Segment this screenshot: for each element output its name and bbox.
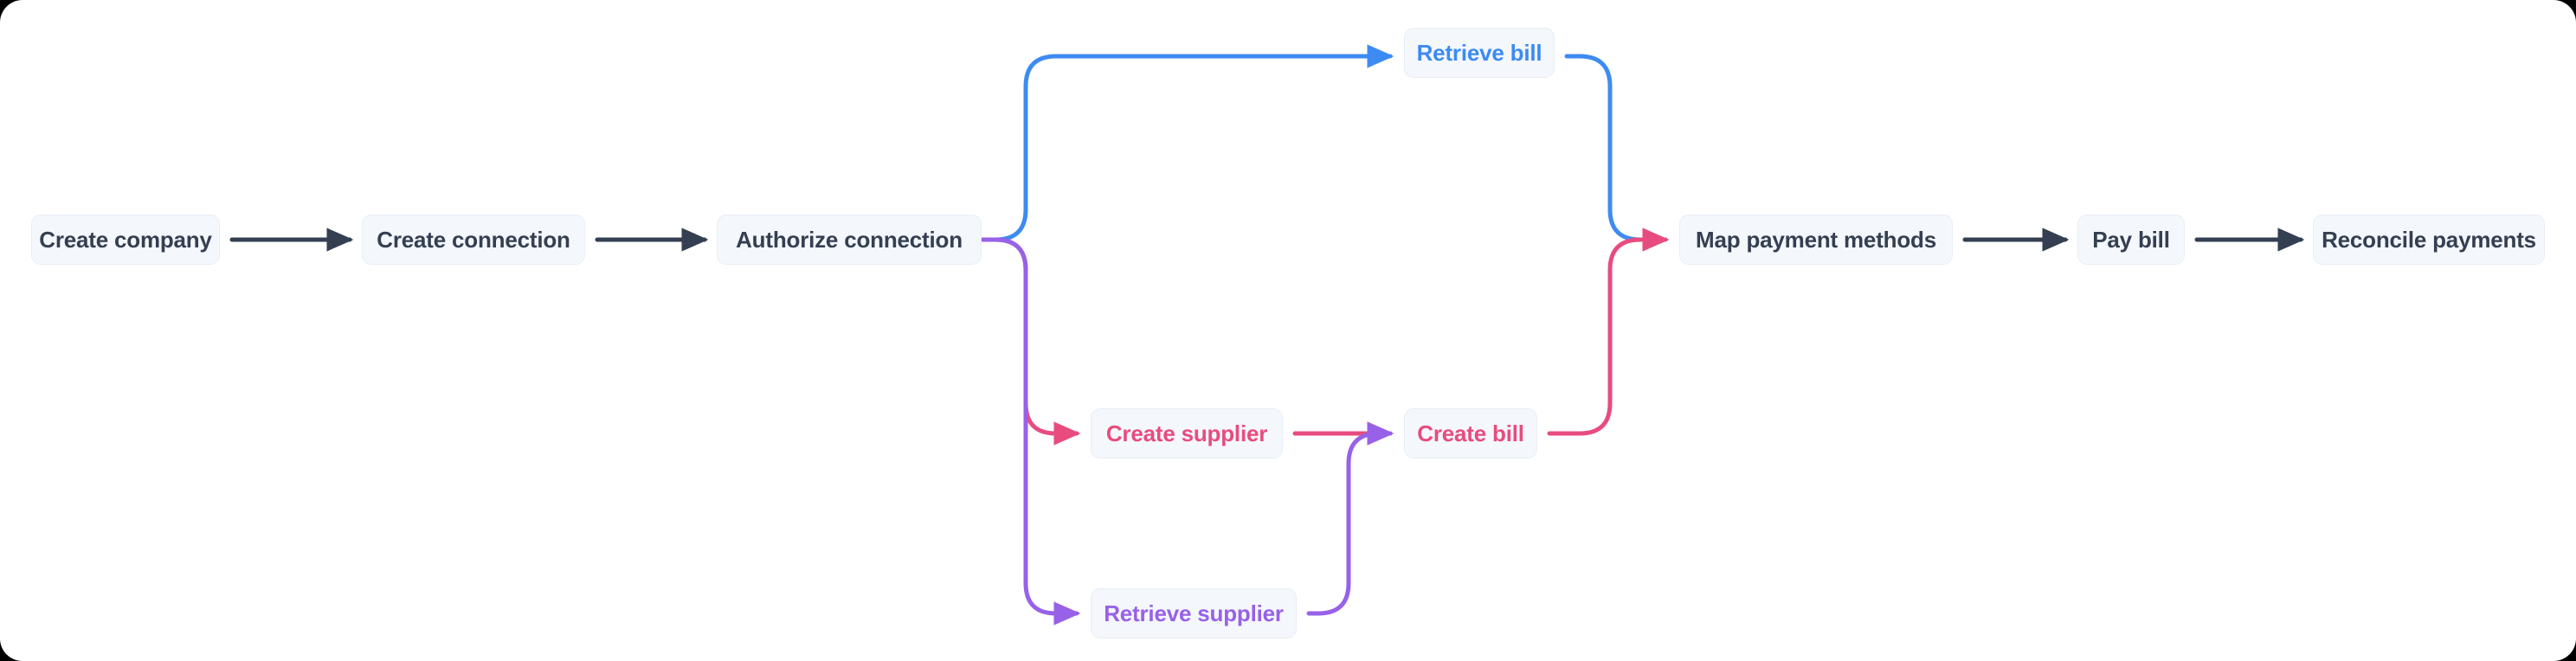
node-pay-bill[interactable]: Pay bill xyxy=(2077,215,2185,265)
node-label: Pay bill xyxy=(2092,227,2170,253)
edge-retrieve-supplier-to-create-bill xyxy=(1306,421,1394,616)
node-reconcile-payments[interactable]: Reconcile payments xyxy=(2313,215,2545,265)
node-create-supplier[interactable]: Create supplier xyxy=(1091,408,1283,459)
node-retrieve-supplier[interactable]: Retrieve supplier xyxy=(1091,588,1297,639)
node-label: Create bill xyxy=(1417,420,1524,446)
edge-authorize-connection-to-retrieve-supplier xyxy=(979,237,1081,626)
edge-retrieve-bill-to-map-payment-methods xyxy=(1564,54,1670,252)
node-label: Reconcile payments xyxy=(2322,227,2536,253)
edge-create-bill-to-map-payment-methods xyxy=(1547,228,1670,436)
edge-authorize-connection-to-retrieve-bill xyxy=(979,44,1394,242)
node-label: Map payment methods xyxy=(1696,227,1936,253)
node-label: Create supplier xyxy=(1105,420,1268,446)
node-label: Authorize connection xyxy=(736,227,963,253)
edge-authorize-connection-to-create-supplier xyxy=(979,237,1081,446)
node-label: Create connection xyxy=(377,227,570,253)
node-retrieve-bill[interactable]: Retrieve bill xyxy=(1404,28,1555,78)
node-label: Retrieve supplier xyxy=(1104,600,1284,626)
node-create-bill[interactable]: Create bill xyxy=(1404,408,1537,459)
node-create-connection[interactable]: Create connection xyxy=(362,215,585,265)
node-label: Create company xyxy=(39,227,212,253)
node-authorize-connection[interactable]: Authorize connection xyxy=(717,215,982,265)
node-label: Retrieve bill xyxy=(1416,40,1542,66)
node-map-payment-methods[interactable]: Map payment methods xyxy=(1679,215,1953,265)
node-create-company[interactable]: Create company xyxy=(31,215,220,265)
